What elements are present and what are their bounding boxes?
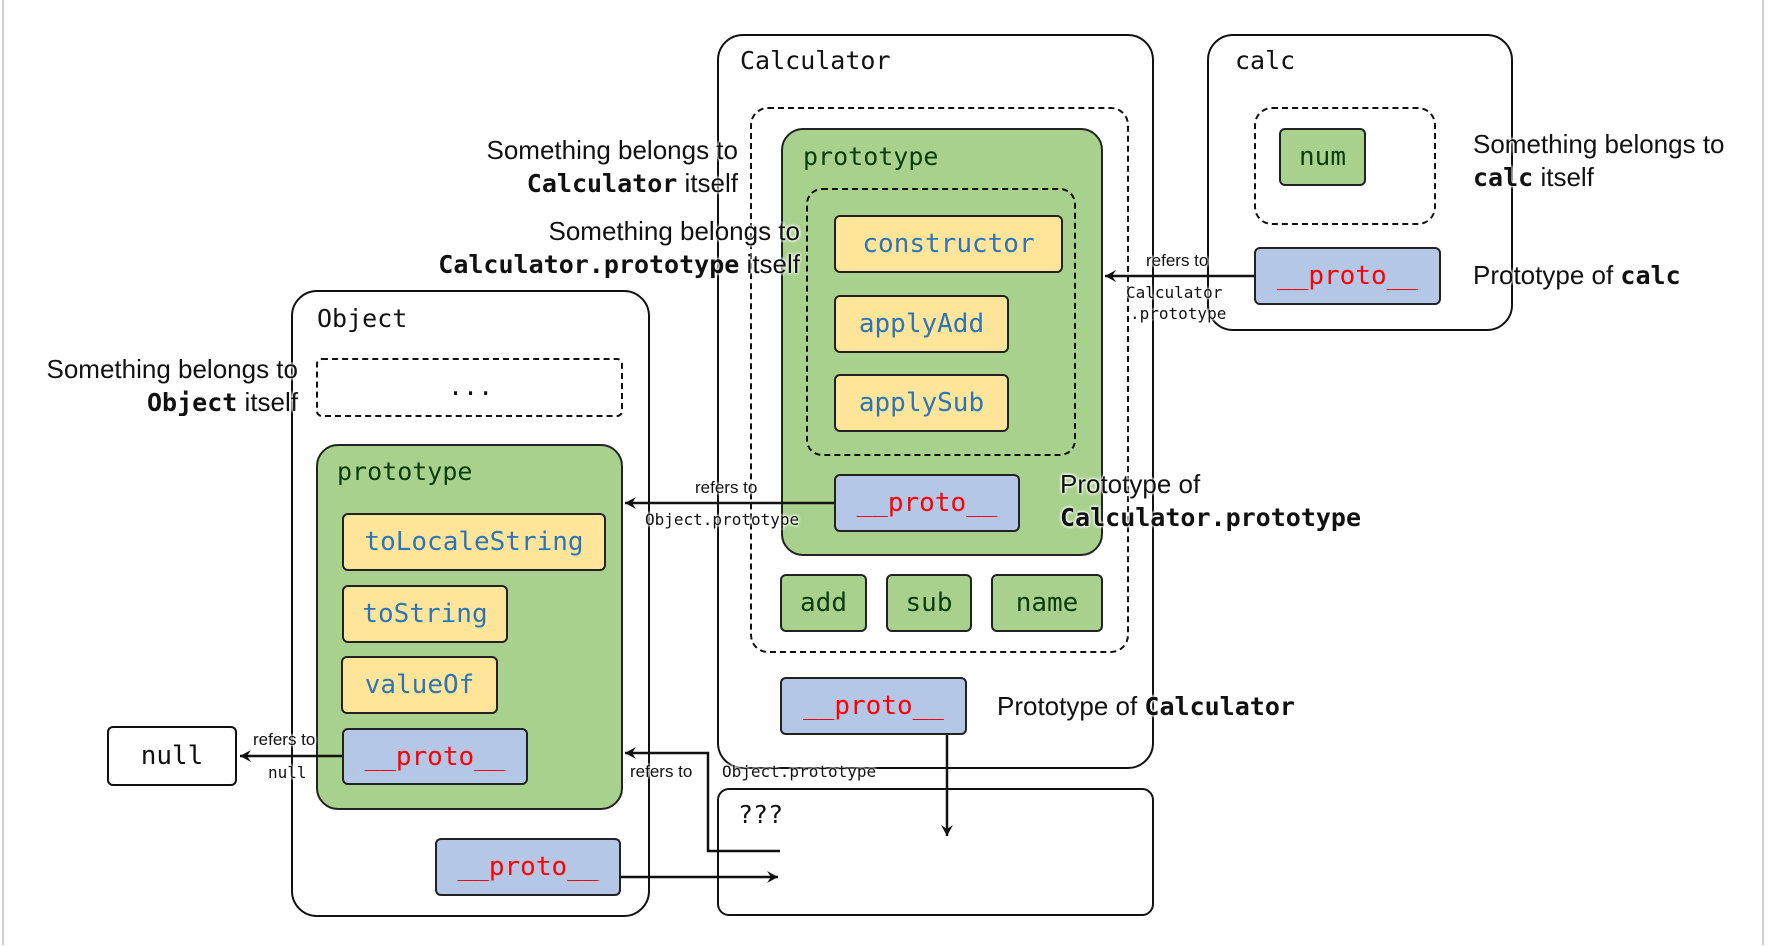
edge-label-objproto-refers-to: refers to: [253, 730, 316, 749]
member-sub[interactable]: sub: [886, 574, 972, 632]
calc-title: calc: [1235, 46, 1296, 75]
edge-label-calcproto-target: Object.prototype: [645, 510, 800, 529]
note-calc-itself: Something belongs to calc itself: [1473, 128, 1725, 194]
note-object-itself-code: Object: [147, 388, 238, 417]
note-calc-itself-line1: Something belongs to: [1473, 129, 1725, 159]
object-object-box: [291, 290, 650, 917]
note-calculator-proto-code: Calculator: [1144, 692, 1295, 721]
edge-label-calc-refers-to: refers to: [1146, 251, 1209, 270]
edge-label-objproto-target: null: [268, 763, 307, 782]
object-proto[interactable]: __proto__: [435, 838, 621, 896]
note-calculator-prototype-proto-line1: Prototype of: [1060, 469, 1201, 499]
calculator-title: Calculator: [740, 46, 891, 75]
object-own-scope: [316, 358, 623, 417]
note-calc-itself-suffix: itself: [1533, 162, 1594, 192]
note-object-itself: Something belongs to Object itself: [6, 353, 298, 419]
note-calc-proto-code: calc: [1620, 261, 1681, 290]
note-object-itself-line1: Something belongs to: [46, 354, 298, 384]
method-constructor[interactable]: constructor: [834, 215, 1063, 273]
note-calculator-proto-text: Prototype of: [997, 691, 1145, 721]
note-object-itself-suffix: itself: [237, 387, 298, 417]
null-box: null: [107, 726, 237, 786]
edge-label-unknown-refers-to: refers to: [630, 762, 693, 781]
calc-own-scope: [1254, 107, 1436, 225]
calculator-prototype-proto[interactable]: __proto__: [834, 474, 1020, 532]
note-calc-itself-code: calc: [1473, 163, 1534, 192]
note-calculator-prototype-itself-code: Calculator.prototype: [438, 250, 740, 279]
note-calculator-prototype-proto: Prototype of Calculator.prototype: [1060, 468, 1361, 534]
note-calc-proto-text: Prototype of: [1473, 260, 1621, 290]
calc-object-box: [1207, 34, 1513, 331]
note-calculator-proto: Prototype of Calculator: [997, 690, 1295, 723]
note-calculator-prototype-itself: Something belongs to Calculator.prototyp…: [390, 215, 800, 281]
note-calculator-prototype-itself-line1: Something belongs to: [548, 216, 800, 246]
member-add[interactable]: add: [780, 574, 867, 632]
method-toLocaleString[interactable]: toLocaleString: [342, 513, 606, 571]
note-calculator-itself: Something belongs to Calculator itself: [440, 134, 738, 200]
edge-label-calcproto-refers-to: refers to: [695, 478, 758, 497]
calculator-own-scope: [750, 107, 1129, 653]
note-calculator-prototype-proto-code: Calculator.prototype: [1060, 503, 1362, 532]
note-calculator-itself-suffix: itself: [677, 168, 738, 198]
calculator-object-box: [717, 34, 1154, 769]
object-prototype-proto[interactable]: __proto__: [342, 728, 528, 785]
note-calculator-prototype-itself-suffix: itself: [739, 249, 800, 279]
member-name[interactable]: name: [991, 574, 1103, 632]
edge-label-calc-target-1: Calculator: [1126, 283, 1223, 302]
calculator-proto[interactable]: __proto__: [780, 677, 967, 735]
calculator-prototype-title: prototype: [803, 142, 939, 171]
note-calculator-itself-code: Calculator: [526, 169, 678, 198]
member-num[interactable]: num: [1279, 128, 1366, 186]
unknown-title: ???: [738, 800, 784, 829]
method-applyAdd[interactable]: applyAdd: [834, 295, 1009, 353]
object-title: Object: [317, 304, 408, 333]
calc-proto[interactable]: __proto__: [1254, 247, 1441, 305]
method-valueOf[interactable]: valueOf: [341, 656, 498, 714]
object-prototype-title: prototype: [337, 457, 473, 486]
method-applySub[interactable]: applySub: [834, 374, 1009, 432]
edge-label-unknown-target: Object.prototype: [722, 762, 877, 781]
edge-label-calc-target-2: .prototype: [1130, 304, 1227, 323]
object-own-ellipsis: ...: [448, 372, 494, 401]
method-toString[interactable]: toString: [342, 585, 508, 643]
calculator-prototype-own-scope: [806, 188, 1076, 456]
note-calculator-itself-line1: Something belongs to: [486, 135, 738, 165]
note-calc-proto: Prototype of calc: [1473, 259, 1681, 292]
